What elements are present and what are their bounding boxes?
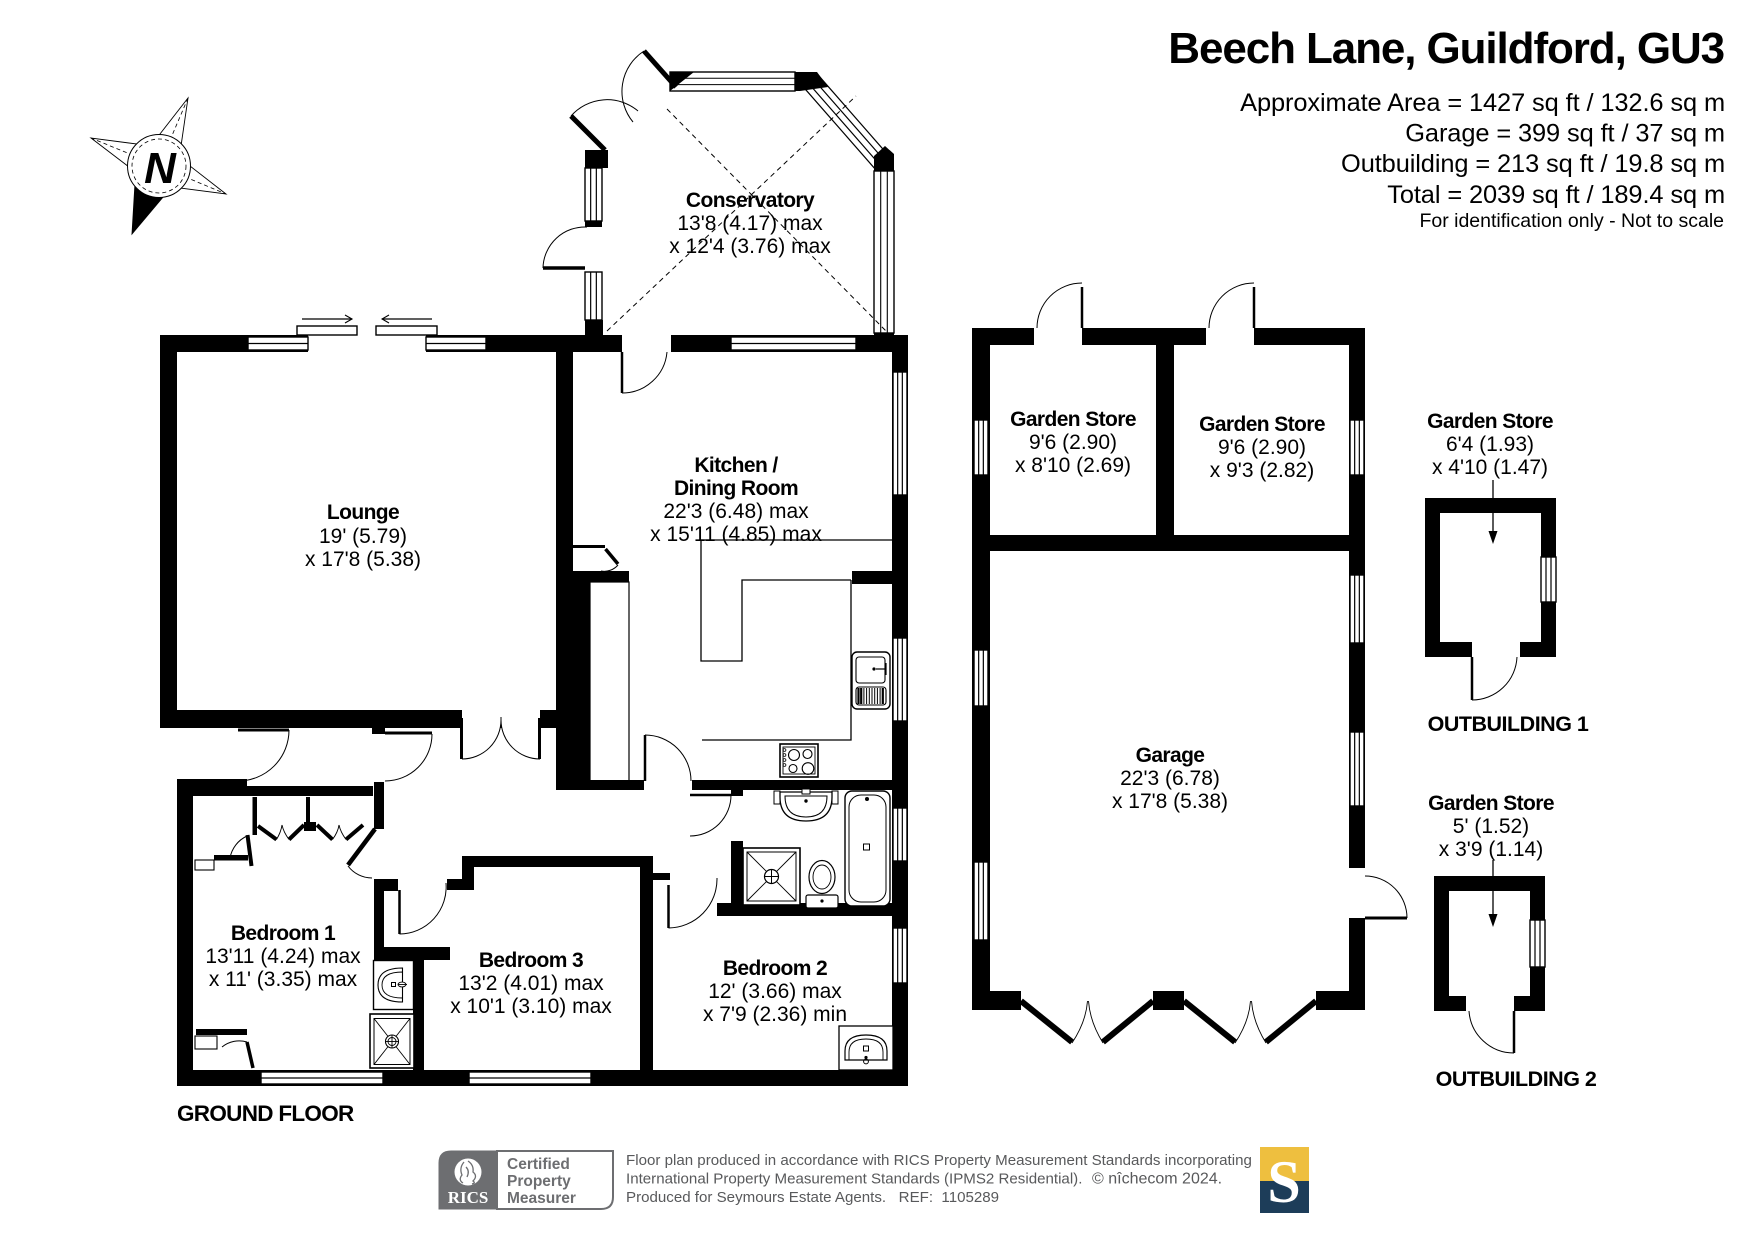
svg-text:Bedroom 2: Bedroom 2 xyxy=(723,957,827,980)
svg-text:Garage: Garage xyxy=(1136,744,1205,767)
svg-text:x 9'3 (2.82): x 9'3 (2.82) xyxy=(1210,459,1314,482)
svg-text:Outbuilding = 213 sq ft / 19.8: Outbuilding = 213 sq ft / 19.8 sq m xyxy=(1341,150,1725,178)
svg-text:Garden Store: Garden Store xyxy=(1010,408,1136,431)
svg-text:12' (3.66) max: 12' (3.66) max xyxy=(708,980,842,1003)
svg-text:International Property Measure: International Property Measurement Stand… xyxy=(626,1171,1082,1188)
svg-text:OUTBUILDING 2: OUTBUILDING 2 xyxy=(1436,1067,1597,1091)
svg-text:For identification only - Not: For identification only - Not to scale xyxy=(1419,210,1724,232)
svg-text:Approximate Area = 1427 sq ft: Approximate Area = 1427 sq ft / 132.6 sq… xyxy=(1240,89,1725,117)
svg-text:Kitchen /: Kitchen / xyxy=(694,454,778,477)
svg-text:x 3'9 (1.14): x 3'9 (1.14) xyxy=(1439,838,1543,861)
svg-text:5' (1.52): 5' (1.52) xyxy=(1453,815,1529,838)
svg-text:Bedroom 3: Bedroom 3 xyxy=(479,949,583,972)
svg-text:x 11' (3.35) max: x 11' (3.35) max xyxy=(209,968,358,991)
svg-text:19' (5.79): 19' (5.79) xyxy=(319,525,407,548)
svg-text:x 4'10 (1.47): x 4'10 (1.47) xyxy=(1432,456,1548,479)
svg-text:OUTBUILDING 1: OUTBUILDING 1 xyxy=(1428,712,1589,736)
svg-text:Beech Lane, Guildford, GU3: Beech Lane, Guildford, GU3 xyxy=(1168,24,1724,73)
svg-text:N: N xyxy=(144,144,177,193)
svg-text:© nîchecom 2024.: © nîchecom 2024. xyxy=(1092,1171,1222,1188)
svg-text:Dining Room: Dining Room xyxy=(674,477,798,500)
svg-text:x 17'8 (5.38): x 17'8 (5.38) xyxy=(305,548,421,571)
svg-text:13'8 (4.17) max: 13'8 (4.17) max xyxy=(677,212,823,235)
svg-text:Conservatory: Conservatory xyxy=(686,189,815,212)
svg-text:Property: Property xyxy=(507,1173,571,1190)
svg-text:13'11 (4.24) max: 13'11 (4.24) max xyxy=(205,945,361,968)
svg-text:Floor plan produced in accorda: Floor plan produced in accordance with R… xyxy=(626,1152,1252,1169)
svg-text:6'4 (1.93): 6'4 (1.93) xyxy=(1446,433,1534,456)
svg-text:Certified: Certified xyxy=(507,1156,570,1173)
svg-text:x 15'11 (4.85) max: x 15'11 (4.85) max xyxy=(650,523,822,546)
svg-text:22'3 (6.78): 22'3 (6.78) xyxy=(1120,767,1220,790)
svg-text:S: S xyxy=(1267,1149,1300,1215)
svg-text:9'6 (2.90): 9'6 (2.90) xyxy=(1029,431,1117,454)
svg-text:Garden Store: Garden Store xyxy=(1199,413,1325,436)
svg-text:Garden Store: Garden Store xyxy=(1427,410,1553,433)
svg-text:Lounge: Lounge xyxy=(327,501,399,524)
svg-text:x 10'1 (3.10) max: x 10'1 (3.10) max xyxy=(450,995,612,1018)
svg-text:22'3 (6.48) max: 22'3 (6.48) max xyxy=(663,500,809,523)
svg-text:9'6 (2.90): 9'6 (2.90) xyxy=(1218,436,1306,459)
svg-text:Garden Store: Garden Store xyxy=(1428,792,1554,815)
svg-text:Measurer: Measurer xyxy=(507,1190,576,1207)
svg-text:x 12'4 (3.76) max: x 12'4 (3.76) max xyxy=(669,235,831,258)
svg-text:Total = 2039 sq ft / 189.4 sq: Total = 2039 sq ft / 189.4 sq m xyxy=(1387,181,1725,209)
svg-text:x 8'10 (2.69): x 8'10 (2.69) xyxy=(1015,454,1131,477)
svg-text:x 7'9 (2.36) min: x 7'9 (2.36) min xyxy=(703,1003,847,1026)
svg-text:13'2 (4.01) max: 13'2 (4.01) max xyxy=(458,972,604,995)
svg-text:Bedroom 1: Bedroom 1 xyxy=(231,922,336,945)
svg-text:x 17'8 (5.38): x 17'8 (5.38) xyxy=(1112,790,1228,813)
svg-text:Produced for Seymours Estate A: Produced for Seymours Estate Agents. REF… xyxy=(626,1189,999,1206)
svg-text:GROUND FLOOR: GROUND FLOOR xyxy=(177,1101,354,1126)
svg-text:RICS: RICS xyxy=(448,1188,489,1207)
svg-text:Garage = 399 sq ft / 37 sq m: Garage = 399 sq ft / 37 sq m xyxy=(1405,120,1725,148)
